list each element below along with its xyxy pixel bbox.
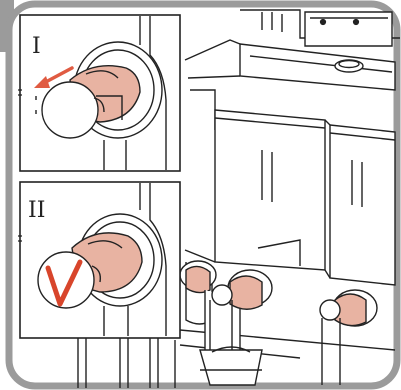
step-2-panel: II — [20, 182, 180, 338]
bottom-spout — [200, 347, 262, 385]
step-1-numeral: I — [32, 34, 41, 59]
step-1-panel: I — [20, 15, 180, 171]
step-2-numeral: II — [28, 198, 45, 223]
